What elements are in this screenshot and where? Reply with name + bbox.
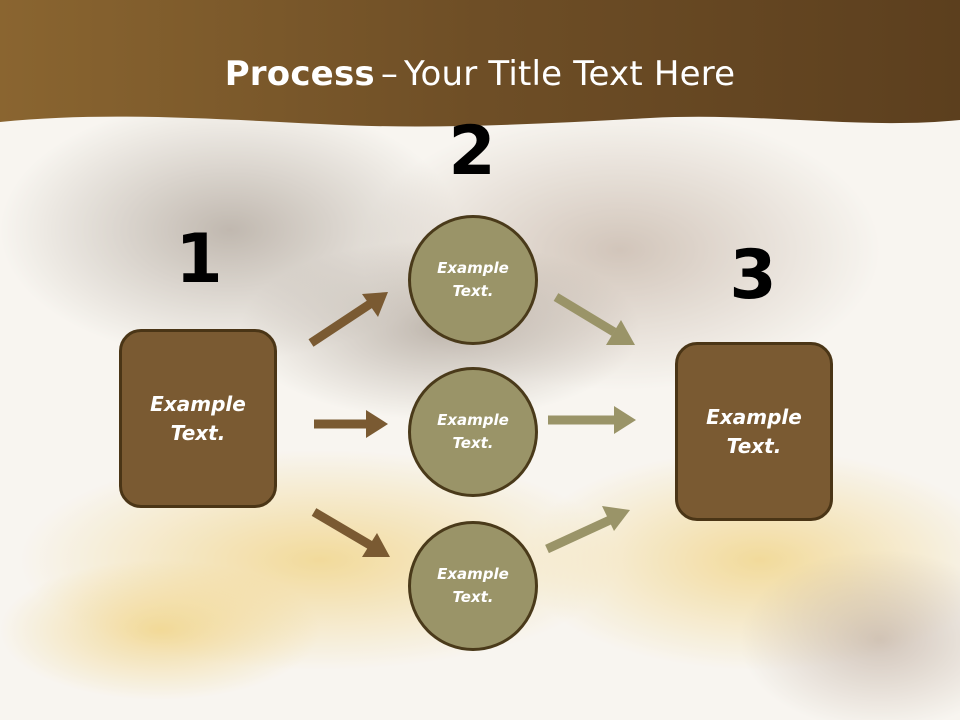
step-circle-top[interactable]: Example Text. <box>408 215 538 345</box>
circle-middle-line2: Text. <box>452 434 494 452</box>
step-box-3-line1: Example <box>706 404 802 429</box>
circle-middle-line1: Example <box>437 411 509 429</box>
circle-bottom-line2: Text. <box>452 588 494 606</box>
step-circle-bottom[interactable]: Example Text. <box>408 521 538 651</box>
step-box-3-line2: Text. <box>726 433 782 458</box>
step-circle-middle[interactable]: Example Text. <box>408 367 538 497</box>
step-box-3[interactable]: Example Text. <box>675 342 833 521</box>
step-number-2: 2 <box>448 112 496 191</box>
title-rest: Your Title Text Here <box>404 54 736 94</box>
title-dash: – <box>380 54 399 94</box>
title-strong: Process <box>224 54 375 94</box>
step-box-1-line2: Text. <box>170 420 226 445</box>
step-number-3: 3 <box>729 236 777 315</box>
step-box-1[interactable]: Example Text. <box>119 329 277 508</box>
step-box-1-line1: Example <box>150 391 246 416</box>
slide-title: Process–Your Title Text Here <box>0 52 960 96</box>
circle-top-line2: Text. <box>452 282 494 300</box>
step-number-1: 1 <box>175 220 223 299</box>
circle-top-line1: Example <box>437 259 509 277</box>
circle-bottom-line1: Example <box>437 565 509 583</box>
